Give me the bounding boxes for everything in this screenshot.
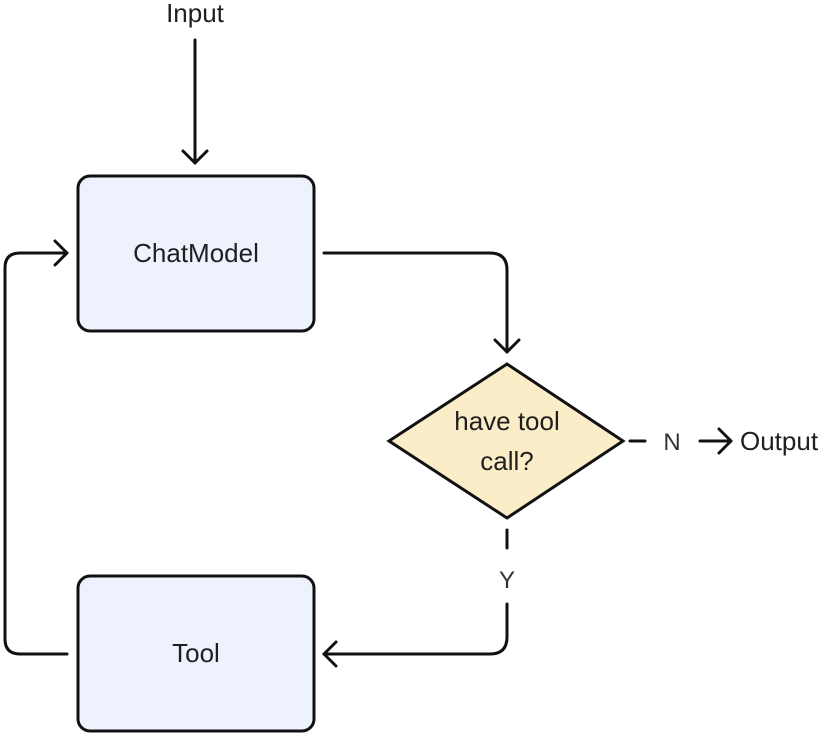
tool-label: Tool (172, 638, 220, 668)
decision-node (386, 362, 626, 520)
yes-label: Y (499, 567, 515, 594)
yes-branch-edge (322, 602, 509, 656)
tool-to-chatmodel-arrow-head (53, 239, 69, 267)
tool-to-chatmodel-edge (3, 251, 69, 656)
chatmodel-to-decision-arrow-head (493, 338, 521, 354)
decision-label-line2: call? (480, 446, 533, 476)
input-label: Input (166, 0, 225, 28)
chatmodel-to-decision-edge (322, 251, 509, 354)
chatmodel-node (76, 174, 316, 333)
output-label: Output (740, 426, 819, 456)
no-branch-arrow-head (717, 427, 733, 455)
tool-node (76, 574, 316, 733)
yes-branch-arrow-head (322, 640, 338, 668)
no-label: N (663, 429, 680, 456)
input-arrow-head (181, 149, 209, 165)
decision-label-line1: have tool (454, 406, 560, 436)
chatmodel-label: ChatModel (133, 238, 259, 268)
